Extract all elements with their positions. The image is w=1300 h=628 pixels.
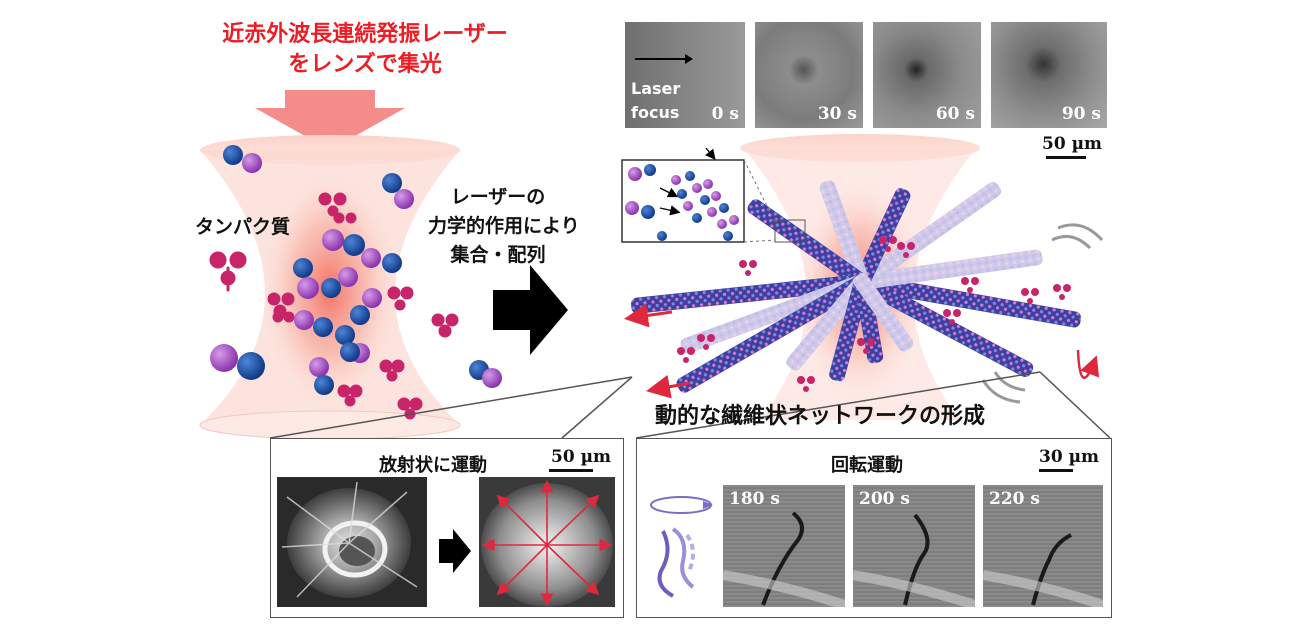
rotation-panel-title: 回転運動 (831, 455, 903, 476)
protein-spheres (210, 145, 502, 395)
rotation-frame: 200 s (853, 485, 975, 607)
timelapse-frame: 90 s (991, 22, 1107, 128)
frame-time: 30 s (817, 104, 857, 124)
radial-scale-bar (549, 469, 593, 472)
radial-image-after (479, 477, 615, 607)
arrow-right-icon (439, 529, 471, 573)
timelapse-strip: Laser focus 0 s 30 s 60 s 90 s (625, 22, 1107, 128)
arrow-right-icon (635, 54, 693, 64)
frame-time: 60 s (935, 104, 975, 124)
rotation-panel: 回転運動 30 µm 180 s 200 s 220 s (636, 438, 1112, 618)
fiber-network (624, 180, 1104, 404)
frame-time: 90 s (1061, 104, 1101, 124)
laser-bottom-ellipse (199, 410, 461, 440)
frame-time: 200 s (859, 489, 910, 509)
radial-motion-panel: 放射状に運動 50 µm (270, 438, 624, 618)
network-label: 動的な繊維状ネットワークの形成 (655, 404, 986, 429)
rotation-scale-bar (1039, 469, 1073, 472)
radial-scale-label: 50 µm (551, 447, 612, 467)
timelapse-frame: 60 s (873, 22, 981, 128)
radial-image-before (277, 477, 427, 607)
frame-time: 0 s (711, 104, 739, 124)
laser-label-1: Laser (631, 79, 681, 98)
radial-panel-title: 放射状に運動 (379, 455, 487, 476)
process-description: レーザーの 力学的作用により 集合・配列 (428, 183, 580, 270)
frame-time: 180 s (729, 489, 780, 509)
protein-label: タンパク質 (195, 216, 291, 238)
rotation-frame: 180 s (723, 485, 845, 607)
laser-arrow (255, 90, 405, 150)
title-line-2: をレンズで集光 (288, 52, 442, 77)
frame-time: 220 s (989, 489, 1040, 509)
laser-label-2: focus (631, 103, 680, 122)
rotation-schematic-icon (650, 496, 713, 598)
timelapse-scale-bar (1046, 156, 1086, 159)
rotation-frame: 220 s (983, 485, 1103, 607)
process-line-3: 集合・配列 (450, 244, 546, 266)
process-arrow (493, 265, 568, 355)
process-line-2: 力学的作用により (428, 215, 580, 237)
timelapse-frame: Laser focus 0 s (625, 22, 745, 128)
timelapse-scale-label: 50 µm (1042, 134, 1103, 154)
title-line-1: 近赤外波長連続発振レーザー (222, 22, 508, 47)
process-line-1: レーザーの (450, 186, 546, 208)
diagram-title: 近赤外波長連続発振レーザー をレンズで集光 (180, 20, 550, 80)
protein-molecules (209, 192, 459, 420)
rotation-scale-label: 30 µm (1039, 447, 1100, 467)
timelapse-frame: 30 s (755, 22, 863, 128)
